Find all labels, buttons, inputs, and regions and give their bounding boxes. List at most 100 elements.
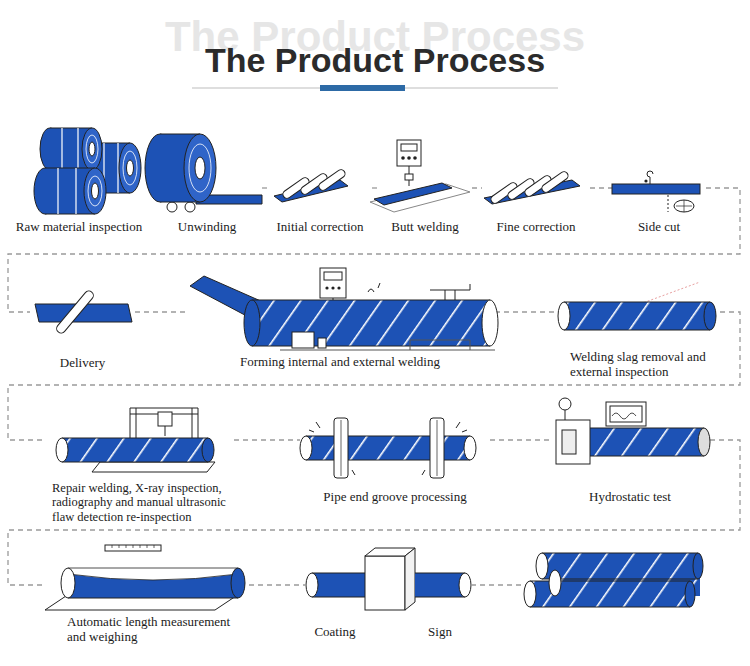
flow-connector: [135, 311, 185, 312]
hydrostatic-tester: [612, 413, 636, 419]
length-weighing-bench: [68, 568, 238, 598]
forming-welding-line: [244, 300, 260, 346]
forming-welding-line: [337, 286, 340, 289]
side-cutter: [644, 179, 647, 182]
hydrostatic-tester: [698, 428, 710, 456]
finished-pipes: [693, 553, 703, 579]
steel-coils: [92, 183, 99, 199]
groove-machine: [334, 418, 348, 478]
coating-unit: [312, 573, 365, 597]
inspected-pipe: [558, 302, 570, 330]
process-step: Welding slag removal and external inspec…: [555, 265, 720, 380]
step-caption: Raw material inspection: [8, 220, 150, 235]
groove-machine: [341, 420, 342, 476]
repair-xray-gantry: [202, 438, 214, 462]
process-step: Fine correction: [482, 128, 590, 235]
finished-pipes: [471, 553, 703, 607]
flow-connector: [495, 311, 555, 312]
finished-pipes: [524, 581, 536, 607]
step-caption: Pipe end groove processing: [300, 490, 490, 505]
forming-welding-line: [368, 283, 380, 292]
repair-xray-gantry: [62, 438, 208, 462]
finished-pipes: [542, 553, 698, 579]
butt-welding-machine: [401, 144, 417, 151]
flow-connector: [262, 187, 268, 188]
inspected-pipe: [564, 302, 710, 330]
finished-pipes: [471, 584, 528, 585]
title-underline: [192, 85, 558, 91]
page-title: The Product Process: [0, 42, 750, 79]
coating-unit: [306, 548, 471, 610]
coating-unit: [312, 573, 365, 597]
forming-welding-line: [252, 300, 490, 346]
repair-xray-gantry: [165, 426, 166, 436]
groove-machine: [300, 436, 312, 460]
hydrostatic-tester: [565, 410, 566, 420]
delivery-roller: [35, 289, 132, 335]
repair-xray-gantry: [130, 408, 198, 438]
repair-xray-gantry: [92, 462, 215, 472]
step-caption: Butt welding: [378, 220, 472, 235]
step-caption: Initial correction: [268, 220, 372, 235]
process-step: Automatic length measurement and weighin…: [45, 545, 240, 645]
flow-connector: [240, 584, 305, 585]
repair-xray-gantry: [62, 438, 208, 462]
groove-machine: [309, 422, 467, 475]
step-caption: Side cut: [612, 220, 706, 235]
repair-xray-gantry: [158, 412, 172, 426]
steel-coils: [58, 168, 76, 214]
process-step: Butt welding: [378, 128, 472, 235]
process-step: Repair welding, X-ray inspection, radiog…: [46, 402, 234, 524]
steel-coils: [82, 128, 102, 170]
step-caption: Fine correction: [482, 220, 590, 235]
process-step: Initial correction: [268, 128, 372, 235]
flow-connector: [234, 439, 300, 440]
steel-coils: [88, 176, 102, 206]
side-cutter: [612, 171, 700, 212]
hydrostatic-tester: [588, 428, 704, 456]
repair-xray-gantry: [62, 438, 208, 462]
butt-welding-machine: [370, 140, 470, 212]
butt-welding-machine: [407, 156, 411, 160]
side-cutter: [676, 200, 692, 212]
steel-coils: [62, 128, 78, 170]
hydrostatic-tester: [588, 428, 704, 456]
forming-welding-line: [320, 268, 346, 298]
flow-connector: [472, 187, 482, 188]
inspected-pipe: [704, 302, 716, 330]
step-caption: Repair welding, X-ray inspection, radiog…: [52, 481, 234, 524]
coating-unit: [415, 573, 465, 597]
steel-coils: [123, 151, 137, 185]
hydrostatic-tester: [556, 398, 710, 464]
finished-pipes: [542, 553, 698, 579]
length-weighing-bench: [45, 545, 245, 610]
steel-coils: [127, 160, 134, 176]
butt-welding-machine: [374, 183, 452, 205]
coating-unit: [405, 548, 415, 610]
forming-welding-line: [430, 284, 470, 300]
unwinding-coil: [145, 134, 262, 212]
step-caption: Delivery: [30, 356, 135, 371]
unwinding-coil: [195, 157, 205, 179]
forming-welding-line: [482, 300, 498, 346]
flow-connector: [590, 187, 612, 188]
butt-welding-machine: [397, 140, 421, 166]
groove-machine: [306, 436, 470, 460]
step-caption: Unwinding: [152, 220, 262, 235]
flow-connector: [8, 188, 740, 312]
step-caption: Forming internal and external welding: [185, 355, 495, 370]
process-step: Forming internal and external welding: [185, 265, 495, 370]
step-caption: Sign: [415, 625, 465, 640]
inspected-pipe: [558, 282, 716, 330]
process-step: Raw material inspection: [8, 128, 150, 235]
step-caption: Welding slag removal and external inspec…: [570, 350, 720, 380]
forming-welding-line: [292, 332, 314, 348]
fine-correction-rollers: [484, 170, 580, 205]
flow-connector: [490, 439, 550, 440]
steel-coils: [86, 135, 98, 163]
hydrostatic-tester: [606, 402, 646, 426]
side-cutter: [647, 171, 653, 184]
process-step: Delivery: [30, 265, 135, 371]
length-weighing-bench: [68, 568, 238, 580]
initial-correction-rollers: [317, 168, 346, 192]
